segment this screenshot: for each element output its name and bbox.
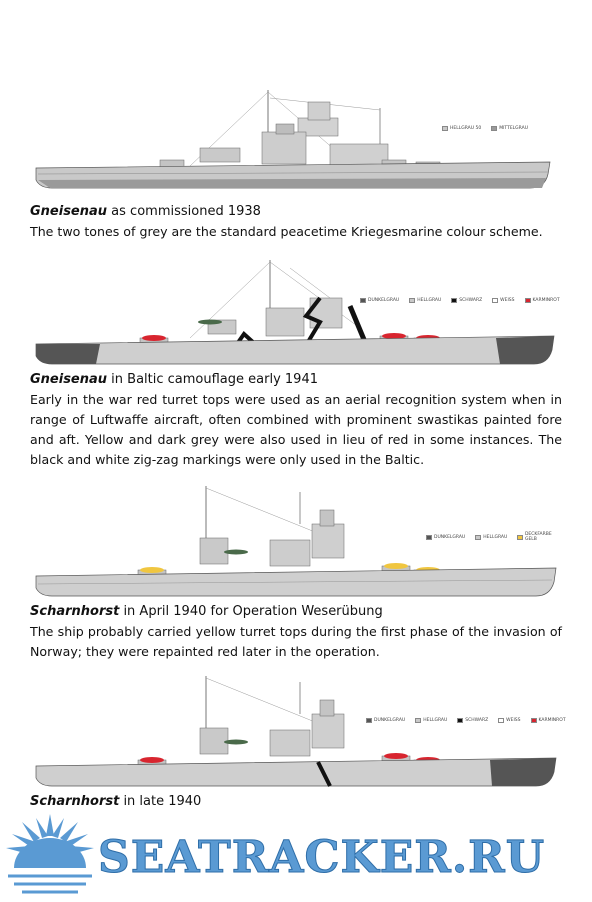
ship-profile-gneisenau-1941 — [35, 260, 555, 365]
plate-caption: Gneisenau as commissioned 1938 — [30, 202, 562, 221]
plate-caption: Scharnhorst in April 1940 for Operation … — [30, 602, 562, 621]
legend-swatch — [451, 298, 458, 303]
legend-item: WEISS — [492, 298, 515, 303]
legend-label: DUNKELGRAU — [374, 718, 406, 723]
legend-swatch — [426, 534, 432, 540]
plate-gneisenau-1941: DUNKELGRAU HELLGRAU SCHWARZ WEISS KARMIN… — [30, 258, 562, 470]
legend-label: DUNKELGRAU — [368, 298, 400, 303]
plate-scharnhorst-1940-april: DUNKELGRAU HELLGRAU DECKFARBE GELB Schar… — [30, 484, 562, 662]
watermark-text: SEATRACKER.RU — [97, 832, 546, 884]
legend-label: KARMINROT — [532, 298, 560, 303]
legend-item: HELLGRAU 50 — [442, 126, 481, 131]
ship-profile-scharnhorst-late-1940 — [35, 676, 557, 787]
ship-name: Scharnhorst — [30, 604, 120, 619]
ship-profile-scharnhorst-april-1940 — [35, 486, 557, 597]
legend-label: HELLGRAU — [423, 718, 448, 723]
legend-item: SCHWARZ — [451, 298, 482, 303]
legend-label: KARMINROT — [538, 718, 566, 723]
plate-caption: Gneisenau in Baltic camouflage early 194… — [30, 370, 562, 389]
legend-item: KARMINROT — [530, 718, 566, 723]
colour-legend: DUNKELGRAU HELLGRAU DECKFARBE GELB — [426, 532, 562, 542]
legend-label: DECKFARBE GELB — [524, 532, 552, 542]
plate-caption: Scharnhorst in late 1940 — [30, 792, 562, 811]
ship-profile-gneisenau-1938 — [35, 90, 551, 189]
colour-legend: HELLGRAU 50 MITTELGRAU — [442, 126, 528, 131]
legend-item: KARMINROT — [524, 298, 560, 303]
legend-item: MITTELGRAU — [491, 126, 528, 131]
legend-swatch — [517, 534, 523, 540]
caption-text: in late 1940 — [119, 794, 202, 809]
colour-legend: DUNKELGRAU HELLGRAU SCHWARZ WEISS KARMIN… — [360, 298, 560, 303]
colour-legend: DUNKELGRAU HELLGRAU SCHWARZ WEISS KARMIN… — [366, 718, 566, 723]
sun-burst-icon — [6, 814, 94, 894]
legend-swatch — [415, 718, 422, 723]
legend-item: DUNKELGRAU — [366, 718, 405, 723]
site-watermark: SEATRACKER.RU — [0, 812, 592, 902]
legend-swatch — [498, 718, 505, 723]
ship-name: Gneisenau — [30, 204, 108, 219]
legend-item: WEISS — [498, 718, 521, 723]
caption-text: as commissioned 1938 — [107, 204, 261, 219]
legend-item: HELLGRAU — [415, 718, 447, 723]
caption-text: in Baltic camouflage early 1941 — [107, 372, 318, 387]
legend-label: SCHWARZ — [459, 298, 483, 303]
legend-label: SCHWARZ — [465, 718, 489, 723]
legend-item: DUNKELGRAU — [426, 532, 465, 542]
legend-item: HELLGRAU — [475, 532, 507, 542]
legend-swatch — [524, 298, 531, 303]
legend-label: HELLGRAU — [483, 534, 508, 540]
legend-swatch — [475, 534, 482, 540]
legend-swatch — [409, 298, 416, 303]
legend-item: HELLGRAU — [409, 298, 441, 303]
plate-scharnhorst-late-1940: DUNKELGRAU HELLGRAU SCHWARZ WEISS KARMIN… — [30, 674, 566, 811]
legend-swatch — [442, 126, 448, 131]
legend-swatch — [360, 298, 366, 303]
legend-swatch — [492, 298, 499, 303]
legend-item: DECKFARBE GELB — [517, 532, 562, 542]
legend-swatch — [457, 718, 464, 723]
ship-name: Scharnhorst — [30, 794, 120, 809]
legend-swatch — [366, 718, 372, 723]
plate-description: The ship probably carried yellow turret … — [30, 624, 562, 659]
ship-name: Gneisenau — [30, 372, 108, 387]
plate-gneisenau-1938: HELLGRAU 50 MITTELGRAU Gneisenau as comm… — [30, 88, 562, 242]
legend-label: DUNKELGRAU — [434, 534, 466, 540]
legend-swatch — [530, 718, 537, 723]
legend-swatch — [491, 126, 498, 131]
legend-item: DUNKELGRAU — [360, 298, 399, 303]
legend-item: SCHWARZ — [457, 718, 488, 723]
legend-label: WEISS — [500, 298, 515, 303]
plate-description: The two tones of grey are the standard p… — [30, 224, 543, 239]
legend-label: MITTELGRAU — [499, 126, 528, 131]
legend-label: HELLGRAU — [417, 298, 442, 303]
plate-description: Early in the war red turret tops were us… — [30, 392, 562, 467]
legend-label: HELLGRAU 50 — [450, 126, 482, 131]
caption-text: in April 1940 for Operation Weserübung — [119, 604, 383, 619]
legend-label: WEISS — [506, 718, 521, 723]
